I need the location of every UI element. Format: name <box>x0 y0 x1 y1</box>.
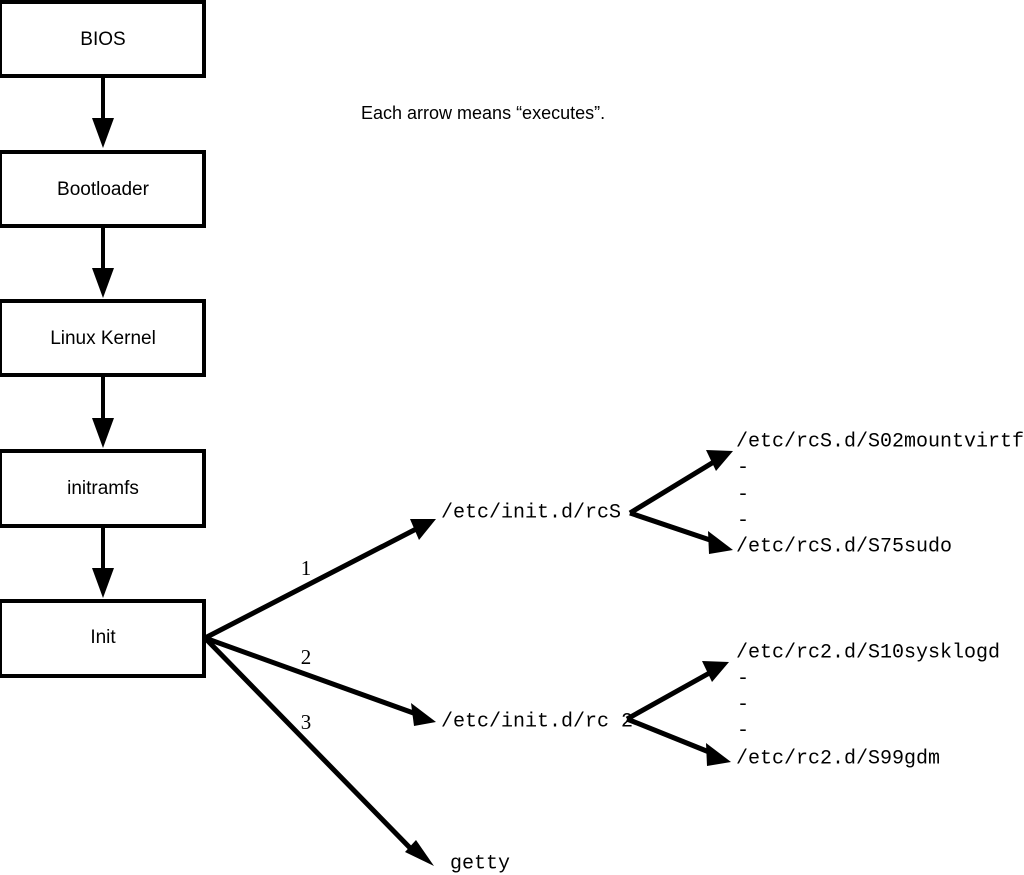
node-bootloader-label: Bootloader <box>57 179 150 200</box>
node-bios-label: BIOS <box>80 29 125 50</box>
init-branch-2: 2 <box>204 635 436 726</box>
init-branch-1: 1 <box>203 519 436 641</box>
branch-3-number: 3 <box>301 710 312 734</box>
rc2-fan-group: /etc/rc2.d/S10sysklogd /etc/rc2.d/S99gdm… <box>625 641 1000 770</box>
branch-1-number: 1 <box>301 556 312 580</box>
rcs-fan-group: /etc/rcS.d/S02mountvirtfs /etc/rcS.d/S75… <box>628 430 1024 558</box>
label-rc2-d-s10sysklogd[interactable]: /etc/rc2.d/S10sysklogd <box>736 641 1000 664</box>
node-bootloader[interactable]: Bootloader <box>0 150 206 228</box>
node-linux-kernel-label: Linux Kernel <box>50 328 156 349</box>
legend-note: Each arrow means “executes”. <box>361 103 605 123</box>
label-rcs-d-s02mountvirtfs[interactable]: /etc/rcS.d/S02mountvirtfs <box>736 430 1024 453</box>
node-init[interactable]: Init <box>0 599 206 678</box>
arrow-linux-kernel-to-initramfs <box>92 375 114 448</box>
rcs-ellipsis-dash: - <box>737 509 749 532</box>
label-rc2-d-s99gdm[interactable]: /etc/rc2.d/S99gdm <box>736 747 940 770</box>
arrow-bootloader-to-linux-kernel <box>92 226 114 298</box>
init-branch-3: 3 <box>203 636 434 866</box>
label-rcs-d-s75sudo[interactable]: /etc/rcS.d/S75sudo <box>736 535 952 558</box>
rc2-ellipsis: - - - <box>737 667 749 742</box>
label-etc-init-d-rc2[interactable]: /etc/init.d/rc 2 <box>441 710 633 733</box>
arrow-bios-to-bootloader <box>92 76 114 148</box>
vertical-flow-arrows <box>92 76 114 598</box>
node-initramfs-label: initramfs <box>67 478 139 499</box>
rc2-ellipsis-dash: - <box>737 693 749 716</box>
node-initramfs[interactable]: initramfs <box>0 449 206 528</box>
rc2-ellipsis-dash: - <box>737 719 749 742</box>
label-etc-init-d-rcs[interactable]: /etc/init.d/rcS <box>441 501 621 524</box>
arrow-initramfs-to-init <box>92 526 114 598</box>
rcs-ellipsis-dash: - <box>737 483 749 506</box>
label-getty[interactable]: getty <box>450 852 510 875</box>
node-bios[interactable]: BIOS <box>0 0 206 78</box>
rcs-ellipsis-dash: - <box>737 456 749 479</box>
node-init-label: Init <box>90 627 116 648</box>
rc2-ellipsis-dash: - <box>737 667 749 690</box>
rcs-ellipsis: - - - <box>737 456 749 532</box>
node-linux-kernel[interactable]: Linux Kernel <box>0 299 206 377</box>
branch-2-number: 2 <box>301 645 312 669</box>
